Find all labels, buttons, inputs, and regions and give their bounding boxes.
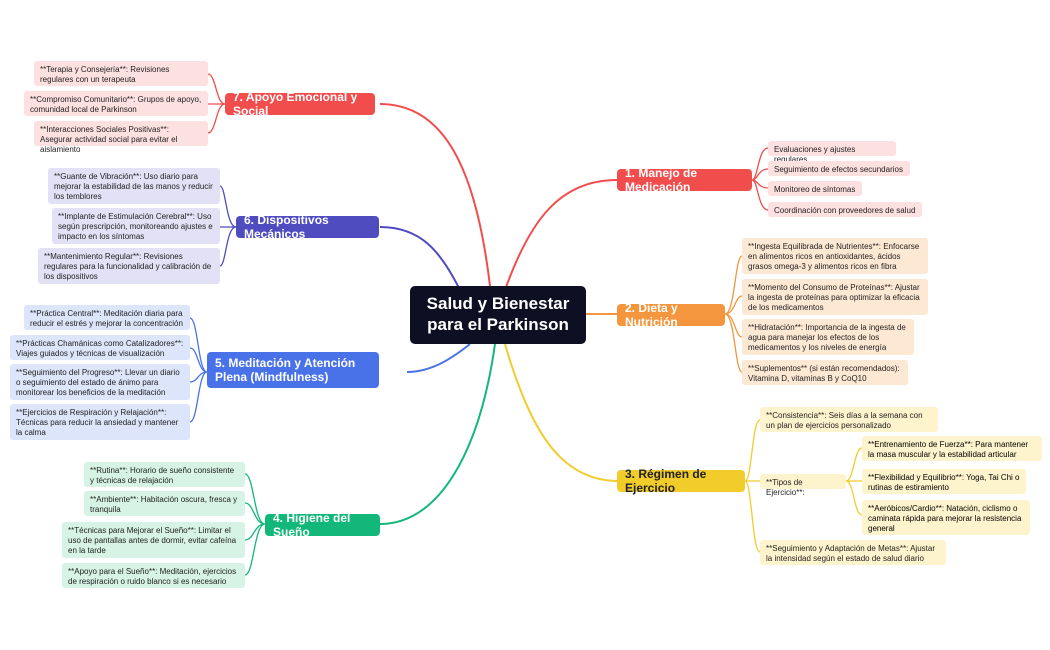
leaf-meditacion-4[interactable]: **Ejercicios de Respiración y Relajación… [10, 404, 190, 440]
leaf-ejercicio-1[interactable]: **Consistencia**: Seis días a la semana … [760, 407, 938, 432]
connector-ejercicio [504, 343, 618, 482]
leaf-apoyo-3[interactable]: **Interacciones Sociales Positivas**: As… [34, 121, 208, 154]
branch-meditacion[interactable]: 5. Meditación y Atención Plena (Mindfuln… [207, 352, 379, 388]
branch-sueno[interactable]: 4. Higiene del Sueño [265, 511, 380, 539]
leaf-dispositivos-3[interactable]: **Mantenimiento Regular**: Revisiones re… [38, 248, 220, 284]
connector-sueno [379, 343, 496, 525]
leaf-sueno-1[interactable]: **Rutina**: Horario de sueño consistente… [84, 462, 245, 487]
leaf-meditacion-3[interactable]: **Seguimiento del Progreso**: Llevar un … [10, 364, 190, 400]
subleaf-ejercicio-aerobicos[interactable]: **Aeróbicos/Cardio**: Natación, ciclismo… [862, 500, 1030, 535]
leaf-dieta-1[interactable]: **Ingesta Equilibrada de Nutrientes**: E… [742, 238, 928, 274]
branch-dieta[interactable]: 2. Dieta y Nutrición [617, 301, 725, 329]
leaf-dieta-2[interactable]: **Momento del Consumo de Proteínas**: Aj… [742, 279, 928, 315]
leaf-apoyo-1[interactable]: **Terapia y Consejería**: Revisiones reg… [34, 61, 208, 86]
leaf-meditacion-1[interactable]: **Práctica Central**: Meditación diaria … [24, 305, 190, 330]
leaf-sueno-2[interactable]: **Ambiente**: Habitación oscura, fresca … [84, 491, 245, 516]
leaf-medicacion-4[interactable]: Coordinación con proveedores de salud [768, 202, 922, 217]
leaf-sueno-4[interactable]: **Apoyo para el Sueño**: Meditación, eje… [62, 563, 245, 588]
leaf-medicacion-3[interactable]: Monitoreo de síntomas [768, 181, 862, 196]
leaf-sueno-3[interactable]: **Técnicas para Mejorar el Sueño**: Limi… [62, 522, 245, 558]
central-title-line2: para el Parkinson [427, 315, 569, 334]
leaf-apoyo-2[interactable]: **Compromiso Comunitario**: Grupos de ap… [24, 91, 208, 116]
central-topic[interactable]: Salud y Bienestar para el Parkinson [410, 286, 586, 344]
branch-dispositivos[interactable]: 6. Dispositivos Mecánicos [236, 213, 379, 241]
leaf-dispositivos-2[interactable]: **Implante de Estimulación Cerebral**: U… [52, 208, 220, 244]
connector-meditacion [406, 343, 471, 373]
branch-medicacion[interactable]: 1. Manejo de Medicación [617, 166, 752, 194]
leaf-ejercicio-3[interactable]: **Seguimiento y Adaptación de Metas**: A… [760, 540, 946, 565]
leaf-ejercicio-2[interactable]: **Tipos de Ejercicio**: [760, 474, 846, 497]
leaf-dispositivos-1[interactable]: **Guante de Vibración**: Uso diario para… [48, 168, 220, 204]
subleaf-ejercicio-fuerza[interactable]: **Entrenamiento de Fuerza**: Para manten… [862, 436, 1042, 461]
leaf-dieta-3[interactable]: **Hidratación**: Importancia de la inges… [742, 319, 914, 355]
branch-ejercicio[interactable]: 3. Régimen de Ejercicio [617, 467, 745, 495]
connector-dispositivos [379, 226, 461, 291]
leaf-dieta-4[interactable]: **Suplementos** (si están recomendados):… [742, 360, 908, 385]
connector-medicacion [504, 179, 618, 291]
connector-apoyo [379, 103, 491, 287]
branch-apoyo[interactable]: 7. Apoyo Emocional y Social [225, 90, 375, 118]
leaf-meditacion-2[interactable]: **Prácticas Chamánicas como Catalizadore… [10, 335, 190, 360]
central-title-line1: Salud y Bienestar [426, 294, 570, 313]
subleaf-ejercicio-flexibilidad[interactable]: **Flexibilidad y Equilibrio**: Yoga, Tai… [862, 469, 1026, 494]
leaf-medicacion-1[interactable]: Evaluaciones y ajustes regulares [768, 141, 896, 164]
leaf-medicacion-2[interactable]: Seguimiento de efectos secundarios [768, 161, 910, 176]
